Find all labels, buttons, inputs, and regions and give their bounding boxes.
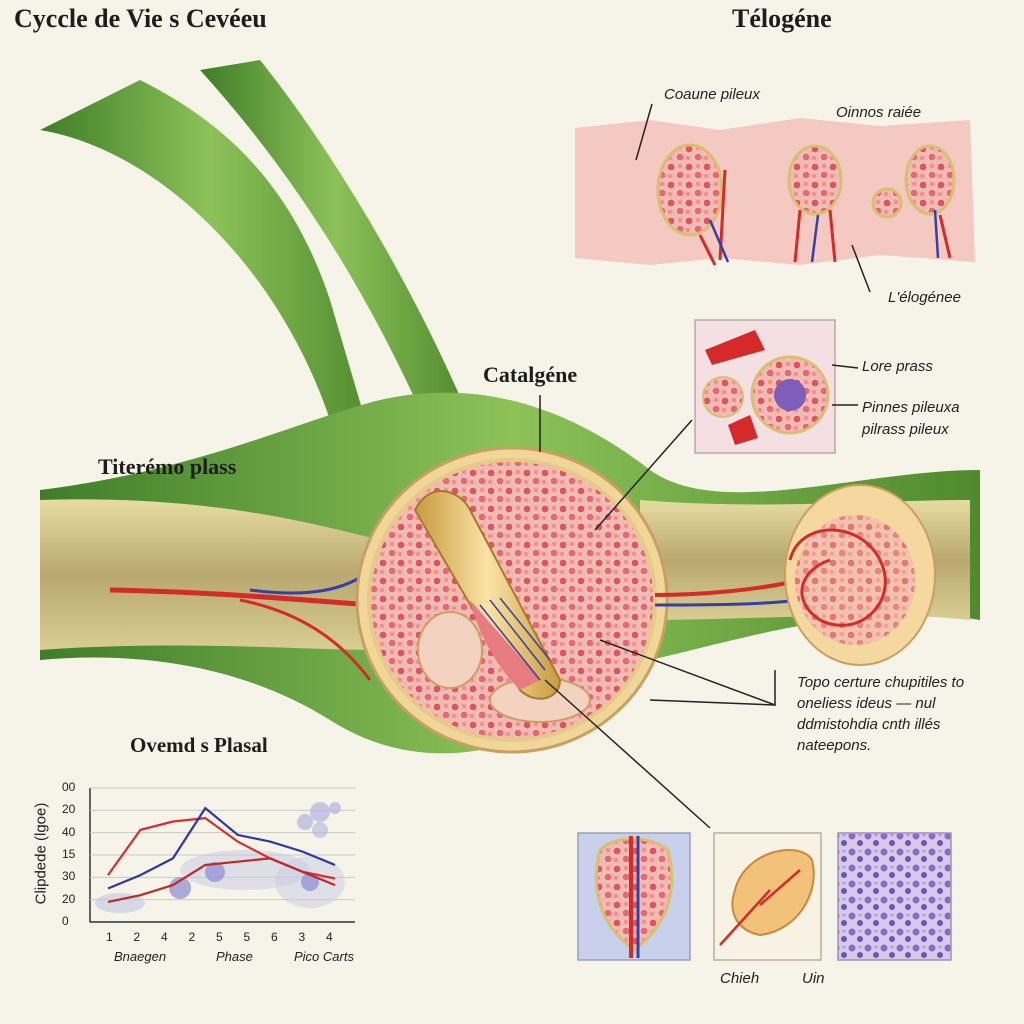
graph-title: Ovemd s Plasal (130, 733, 268, 757)
chart-y-tick: 40 (62, 824, 76, 839)
stem-branch-right (200, 60, 470, 420)
chart-series-line-2 (107, 806, 336, 890)
chart-x-caption-pico-carts: Pico Carts (294, 949, 354, 964)
leader-lines (539, 103, 871, 829)
anagen-title: Titerémo plass (98, 454, 237, 479)
label-lore-prass: Lore prass (862, 358, 933, 375)
dermal-papilla (417, 611, 483, 689)
telogen-follicles (656, 143, 956, 266)
vein-right (654, 598, 801, 607)
chart-x-caption-bnaegen: Bnaegen (114, 949, 167, 964)
chart-x-tick: 5 (216, 930, 223, 944)
label-telogene: L'élogénee (888, 289, 961, 306)
label-couche-pileux: Coaune pileux (664, 86, 760, 103)
chart-x-tick: 1 (106, 930, 113, 944)
main-title: Cyccle de Vie s Cevéeu (14, 4, 267, 33)
artery-left-branch (239, 598, 372, 681)
chart-x-caption-phase: Phase (216, 949, 253, 964)
root-veins (479, 597, 551, 681)
artery-left (109, 587, 373, 608)
chart-y-tick: 15 (62, 847, 76, 861)
skin-shaft (40, 499, 380, 650)
chart-x-tick: 5 (243, 930, 251, 944)
chart-x-tick: 2 (188, 930, 196, 944)
telogen-title: Télogéne (732, 4, 832, 33)
chart-x-tick: 2 (133, 930, 141, 944)
chart-blobs (95, 802, 345, 913)
label-ohnos-raiee: Oinnos raiée (836, 104, 922, 121)
chart-y-tick: 00 (62, 780, 76, 794)
chart-x-tick: 3 (298, 930, 306, 944)
chart-y-label: Clipdede (lgoe) (32, 802, 50, 905)
chart-y-tick: 30 (62, 869, 76, 884)
annotation-note: Topo certure chupitiles to oneliess ideu… (797, 674, 965, 754)
chart-series-line-3 (107, 857, 336, 903)
right-follicle-cells (795, 515, 915, 645)
chart-y-tick: 20 (62, 802, 76, 817)
hair-shaft-core (413, 490, 562, 700)
chart-y-tick: 20 (62, 891, 76, 906)
label-pilrass-pileux: pilrass pileux (862, 421, 949, 438)
label-pionnes-pileux: Pinnes pileuxa (862, 399, 960, 416)
central-bulb-inner-ring (367, 458, 657, 742)
chart-x-tick: 4 (161, 930, 168, 944)
chart-y-tick: 0 (62, 914, 69, 928)
right-follicle-vessel (788, 528, 887, 627)
catagen-title: Catalgéne (483, 362, 578, 387)
caption-uin: Uin (802, 970, 825, 987)
hair-root-pink (470, 600, 540, 690)
inset-micrograph (837, 832, 952, 961)
cycle-chart (89, 787, 355, 923)
stem-branch-left (40, 80, 380, 474)
chart-x-tick: 6 (271, 930, 278, 944)
chart-x-tick: 4 (326, 930, 333, 944)
caption-chieh: Chieh (720, 970, 760, 987)
